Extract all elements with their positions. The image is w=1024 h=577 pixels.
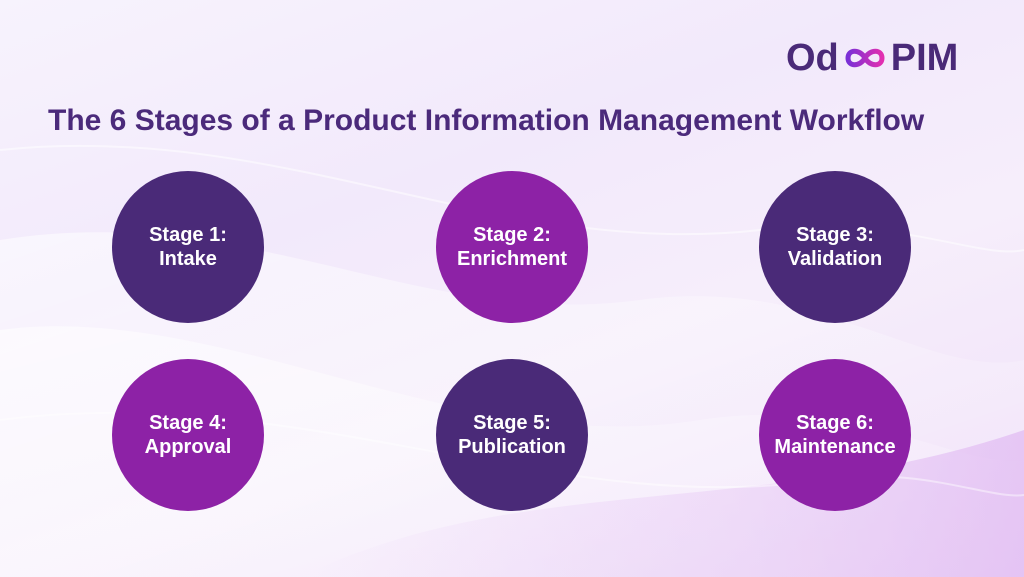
stage-4-label: Stage 4: (149, 412, 227, 434)
infinity-loop-icon (845, 48, 885, 68)
stage-3-label: Stage 3: (796, 224, 874, 246)
stage-6-label: Stage 6: (796, 412, 874, 434)
stage-2-circle: Stage 2: Enrichment (436, 171, 588, 323)
stage-1-label: Stage 1: (149, 224, 227, 246)
stage-6-circle: Stage 6: Maintenance (759, 359, 911, 511)
stage-2-name: Enrichment (456, 248, 568, 270)
stage-5-label: Stage 5: (473, 412, 551, 434)
odoopim-logo: Od PIM (786, 36, 958, 80)
logo-text-right: PIM (890, 36, 959, 79)
page-title: The 6 Stages of a Product Information Ma… (48, 104, 925, 137)
stage-4-name: Approval (144, 436, 232, 458)
stage-5-circle: Stage 5: Publication (436, 359, 588, 511)
stage-5-name: Publication (458, 436, 566, 458)
stage-1-name: Intake (159, 248, 217, 270)
stage-3-name: Validation (787, 248, 883, 270)
stage-1-circle: Stage 1: Intake (112, 171, 264, 323)
stage-2-label: Stage 2: (473, 224, 551, 246)
stage-3-circle: Stage 3: Validation (759, 171, 911, 323)
stage-4-circle: Stage 4: Approval (112, 359, 264, 511)
stage-6-name: Maintenance (774, 436, 896, 458)
logo-text-left: Od (786, 36, 839, 79)
